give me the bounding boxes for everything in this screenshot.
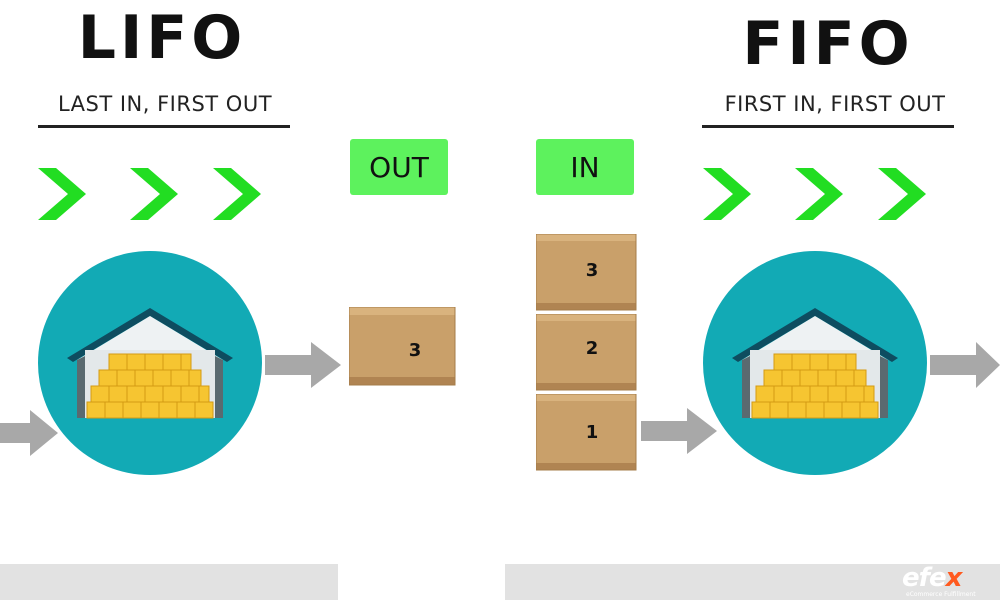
lifo-box-3 bbox=[349, 307, 456, 386]
logo-text-main: efe bbox=[902, 563, 947, 593]
footer-bar-left bbox=[0, 564, 338, 600]
lifo-in-arrow-icon bbox=[0, 410, 58, 456]
fifo-chevron-3-icon bbox=[878, 168, 926, 220]
fifo-box-1 bbox=[536, 394, 637, 471]
lifo-chevron-2-icon bbox=[130, 168, 178, 220]
lifo-chevron-3-icon bbox=[213, 168, 261, 220]
fifo-box-3-label: 3 bbox=[585, 260, 599, 281]
fifo-chevron-1-icon bbox=[703, 168, 751, 220]
lifo-out-tag: OUT bbox=[350, 139, 448, 195]
fifo-in-arrow-icon bbox=[641, 408, 717, 454]
fifo-chevron-2-icon bbox=[795, 168, 843, 220]
fifo-box-2 bbox=[536, 314, 637, 391]
fifo-out-arrow-icon bbox=[930, 342, 1000, 388]
logo-tagline: eCommerce Fulfillment bbox=[906, 591, 976, 598]
fifo-box-1-label: 1 bbox=[585, 422, 599, 443]
fifo-title: FIFO bbox=[742, 9, 914, 79]
lifo-subtitle: LAST IN, FIRST OUT bbox=[57, 92, 273, 116]
fifo-in-tag: IN bbox=[536, 139, 634, 195]
lifo-chevron-1-icon bbox=[38, 168, 86, 220]
logo-text-accent: x bbox=[945, 563, 963, 593]
lifo-title: LIFO bbox=[77, 3, 247, 73]
efex-logo: efex bbox=[902, 563, 963, 593]
lifo-out-arrow-icon bbox=[265, 342, 341, 388]
lifo-box-3-label: 3 bbox=[408, 340, 422, 361]
fifo-divider bbox=[702, 125, 954, 128]
lifo-divider bbox=[38, 125, 290, 128]
fifo-box-2-label: 2 bbox=[585, 338, 599, 359]
fifo-subtitle: FIRST IN, FIRST OUT bbox=[724, 92, 946, 116]
footer-bar-right bbox=[505, 564, 1000, 600]
lifo-warehouse-icon bbox=[38, 251, 262, 475]
fifo-warehouse-icon bbox=[703, 251, 927, 475]
fifo-box-3 bbox=[536, 234, 637, 311]
